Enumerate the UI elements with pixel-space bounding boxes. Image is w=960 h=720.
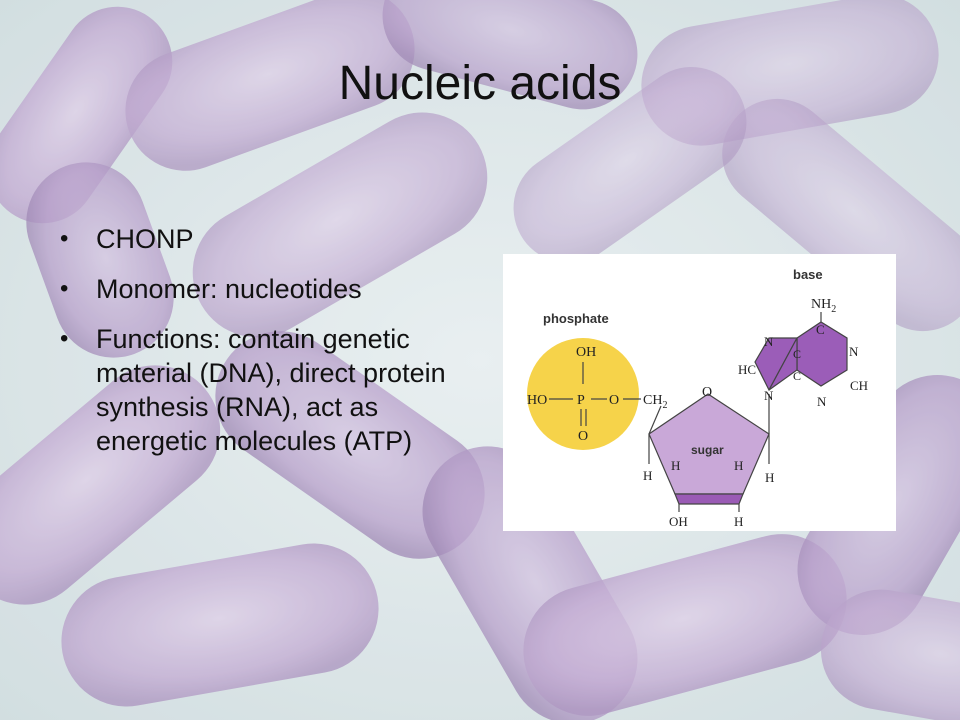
atom-h: H [734, 458, 743, 473]
atom-o-bottom: O [578, 429, 588, 444]
atom-ho: HO [527, 393, 547, 408]
atom-hc: HC [738, 362, 756, 377]
bullet-text: Monomer: nucleotides [96, 274, 362, 304]
bullet-list: • CHONP • Monomer: nucleotides • Functio… [58, 222, 458, 474]
phosphate-group-circle [527, 338, 639, 450]
bullet-marker: • [60, 325, 69, 352]
atom-o-ring: O [702, 385, 712, 400]
base-label: base [793, 267, 823, 282]
atom-h: H [734, 514, 743, 529]
bullet-text: Functions: contain genetic material (DNA… [96, 324, 446, 456]
atom-h: H [765, 470, 774, 485]
atom-p: P [577, 393, 585, 408]
atom-h: H [643, 468, 652, 483]
sugar-ring-edge [674, 493, 744, 505]
bond [648, 405, 662, 435]
atom-n: N [764, 388, 774, 403]
bullet-item: • Functions: contain genetic material (D… [58, 322, 458, 458]
atom-oh-top: OH [576, 345, 596, 360]
atom-ch: CH [850, 378, 868, 393]
atom-c: C [793, 369, 801, 383]
atom-c: C [816, 322, 825, 337]
slide-title: Nucleic acids [338, 57, 622, 110]
bullet-marker: • [60, 275, 69, 302]
atom-n: N [764, 334, 774, 349]
base-ring-fill [768, 337, 798, 391]
atom-ch2: CH2 [643, 393, 667, 411]
bullet-item: • Monomer: nucleotides [58, 272, 458, 306]
nucleotide-structure-svg: phosphate base OH HO P O CH2 O O sugar H [527, 267, 868, 529]
bullet-text: CHONP [96, 224, 194, 254]
atom-o-bridge: O [609, 393, 619, 408]
atom-nh2: NH2 [811, 297, 836, 315]
atom-c: C [793, 347, 801, 361]
atom-oh-bottom: OH [669, 514, 688, 529]
sugar-label: sugar [691, 443, 724, 457]
atom-h: H [671, 458, 680, 473]
bullet-item: • CHONP [58, 222, 458, 256]
bullet-marker: • [60, 225, 69, 252]
atom-n: N [817, 394, 827, 409]
phosphate-label: phosphate [543, 311, 609, 326]
atom-n: N [849, 344, 859, 359]
nucleotide-diagram: phosphate base OH HO P O CH2 O O sugar H [503, 254, 896, 531]
